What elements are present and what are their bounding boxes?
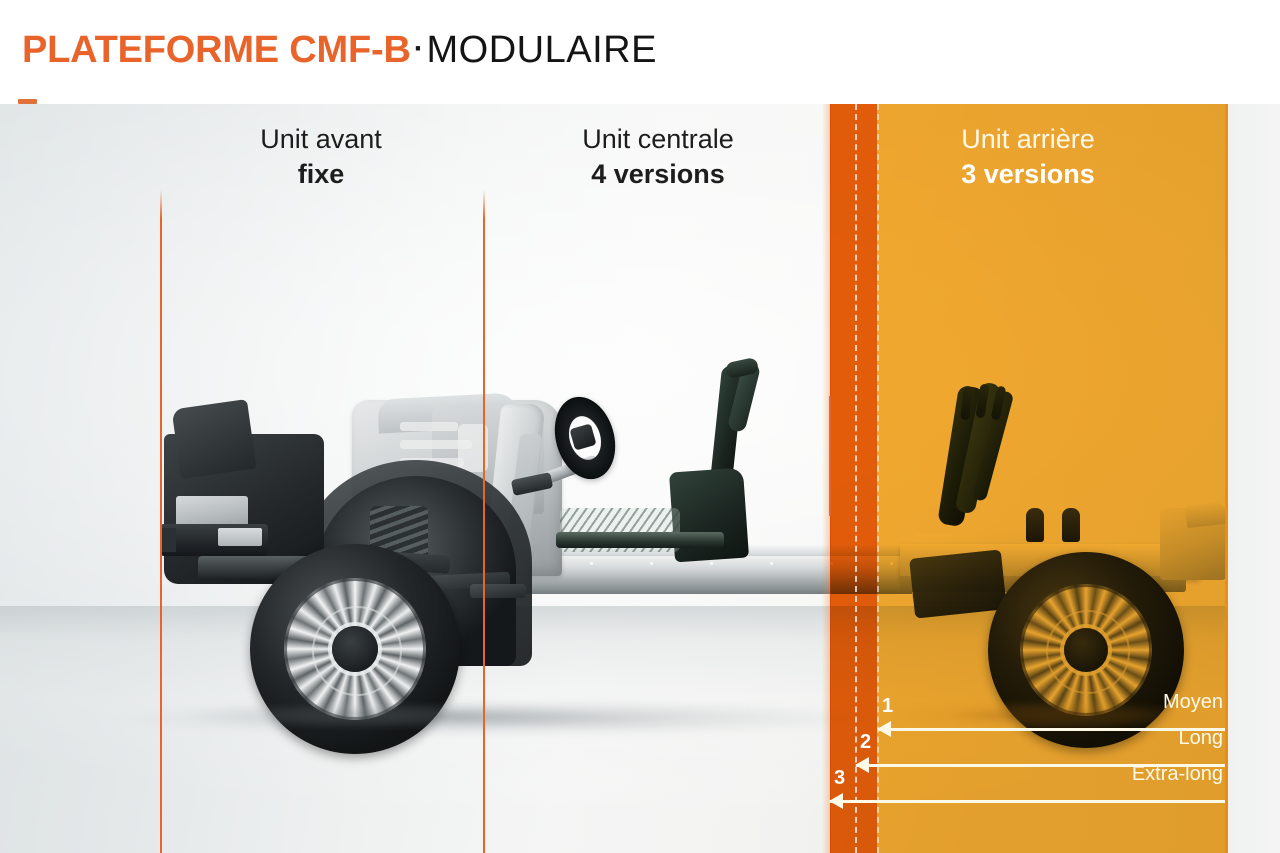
column-caption-rear-title: Unit arrière [961, 124, 1095, 154]
measurement-label-long: Long [1178, 727, 1224, 749]
measurement-row-long: 2 Long [855, 727, 1225, 779]
divider-front-unit [160, 190, 162, 853]
measurement-line-long [856, 764, 1225, 767]
page-title-brand: PLATEFORME CMF-B [22, 29, 411, 71]
page-title: PLATEFORME CMF-B·MODULAIRE [22, 31, 657, 69]
divider-central-unit [483, 190, 485, 853]
title-accent-rule [18, 99, 37, 104]
front-bumper-beam-tip [160, 528, 176, 552]
column-caption-front-title: Unit avant [260, 124, 382, 154]
page-title-separator: · [413, 32, 424, 65]
front-wheel-lug-ring [312, 606, 402, 696]
front-emboss [400, 422, 458, 431]
column-caption-rear-value: 3 versions [961, 158, 1095, 189]
front-emboss [400, 440, 472, 449]
front-floor-reflection [180, 704, 600, 730]
guide-dashed-moyen [877, 104, 879, 853]
divider-rear-unit [829, 396, 831, 516]
measurement-index-long: 2 [860, 731, 872, 753]
arrow-head-icon [829, 793, 843, 809]
front-seat-cushion-frame [668, 467, 750, 563]
column-caption-center-value: 4 versions [591, 158, 725, 189]
arrow-head-icon [877, 721, 891, 737]
front-seat-rail [556, 532, 724, 548]
measurement-label-extra-long: Extra-long [1131, 763, 1223, 785]
right-margin-strip [1228, 104, 1280, 853]
measurement-line-extra-long [830, 800, 1225, 803]
measurement-index-moyen: 1 [882, 695, 894, 717]
column-caption-front-value: fixe [297, 158, 345, 189]
front-mount [470, 584, 526, 598]
slide-header: PLATEFORME CMF-B·MODULAIRE [0, 0, 1280, 104]
front-label-plate [218, 528, 262, 546]
column-caption-rear: Unit arrière 3 versions [912, 124, 1144, 191]
page-title-subject: MODULAIRE [426, 29, 657, 71]
arrow-head-icon [855, 757, 869, 773]
rear-floor-reflection [880, 702, 1210, 732]
column-caption-center: Unit centrale 4 versions [542, 124, 774, 191]
column-caption-front: Unit avant fixe [205, 124, 437, 191]
front-headlight-mount [171, 399, 257, 479]
measurement-label-moyen: Moyen [1162, 691, 1223, 713]
measurement-line-moyen [878, 728, 1225, 731]
measurement-row-moyen: 1 Moyen [877, 691, 1225, 743]
orange-panel-dark-band [830, 104, 877, 853]
measurement-index-extra-long: 3 [834, 767, 846, 789]
slide-stage: Unit avant fixe Unit centrale 4 versions… [0, 104, 1280, 853]
orange-panel-feather [822, 104, 831, 853]
column-caption-center-title: Unit centrale [582, 124, 734, 154]
front-wheel-hub [332, 626, 378, 672]
orange-panel-right-edge [1225, 104, 1228, 853]
guide-dashed-long [855, 104, 857, 853]
measurement-row-extra-long: 3 Extra-long [829, 763, 1225, 815]
vehicle-ground-shadow [120, 700, 880, 736]
